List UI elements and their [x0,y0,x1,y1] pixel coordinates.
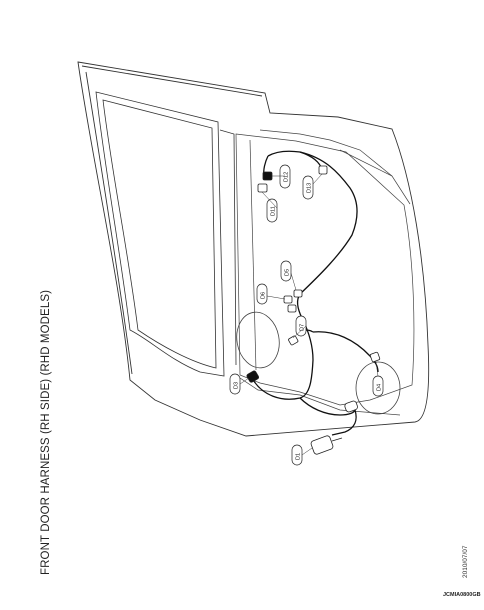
label-d3-text: D3 [234,382,240,389]
label-d4: D4 [372,375,384,397]
label-d13: D13 [302,175,314,200]
connector-d4-body [369,351,381,363]
grommet [344,400,358,413]
connector-bodies [246,165,381,455]
label-d1: D1 [291,444,303,466]
label-d6-text: D6 [261,292,267,299]
harness-wire [251,150,379,436]
connector-d1-body [310,435,334,455]
connector-d3-body [246,370,259,383]
figure-code: JCMIA0800GB [443,592,481,598]
label-d12-text: D12 [284,172,290,182]
connector-d1-cable [331,437,343,442]
label-d13-text: D13 [307,183,313,193]
label-d4-text: D4 [377,384,383,391]
label-d3: D3 [229,373,241,395]
lower-hole [355,361,401,415]
leader-lines [239,173,379,456]
label-d1-text: D1 [296,453,302,460]
label-d6: D6 [256,283,268,305]
connector-d6b-body [287,304,297,313]
label-d11: D11 [266,198,278,223]
label-d7: D7 [295,315,307,337]
door-outline [77,61,430,437]
connector-d6-body [283,295,293,304]
label-d5-text: D5 [285,269,291,276]
window-frame [95,91,237,377]
label-d11-text: D11 [271,206,277,216]
connector-d12-body [262,171,273,181]
connector-labels: D1 D3 D4 D5 D6 D7 [229,164,384,466]
connector-d7-body [288,335,299,346]
connector-d13-body [318,165,328,175]
label-d5: D5 [280,260,292,282]
speaker-hole [236,311,280,369]
label-d7-text: D7 [300,324,306,331]
connector-d11-body [257,183,268,193]
label-d12: D12 [279,164,291,189]
connector-d5-body [293,289,303,298]
